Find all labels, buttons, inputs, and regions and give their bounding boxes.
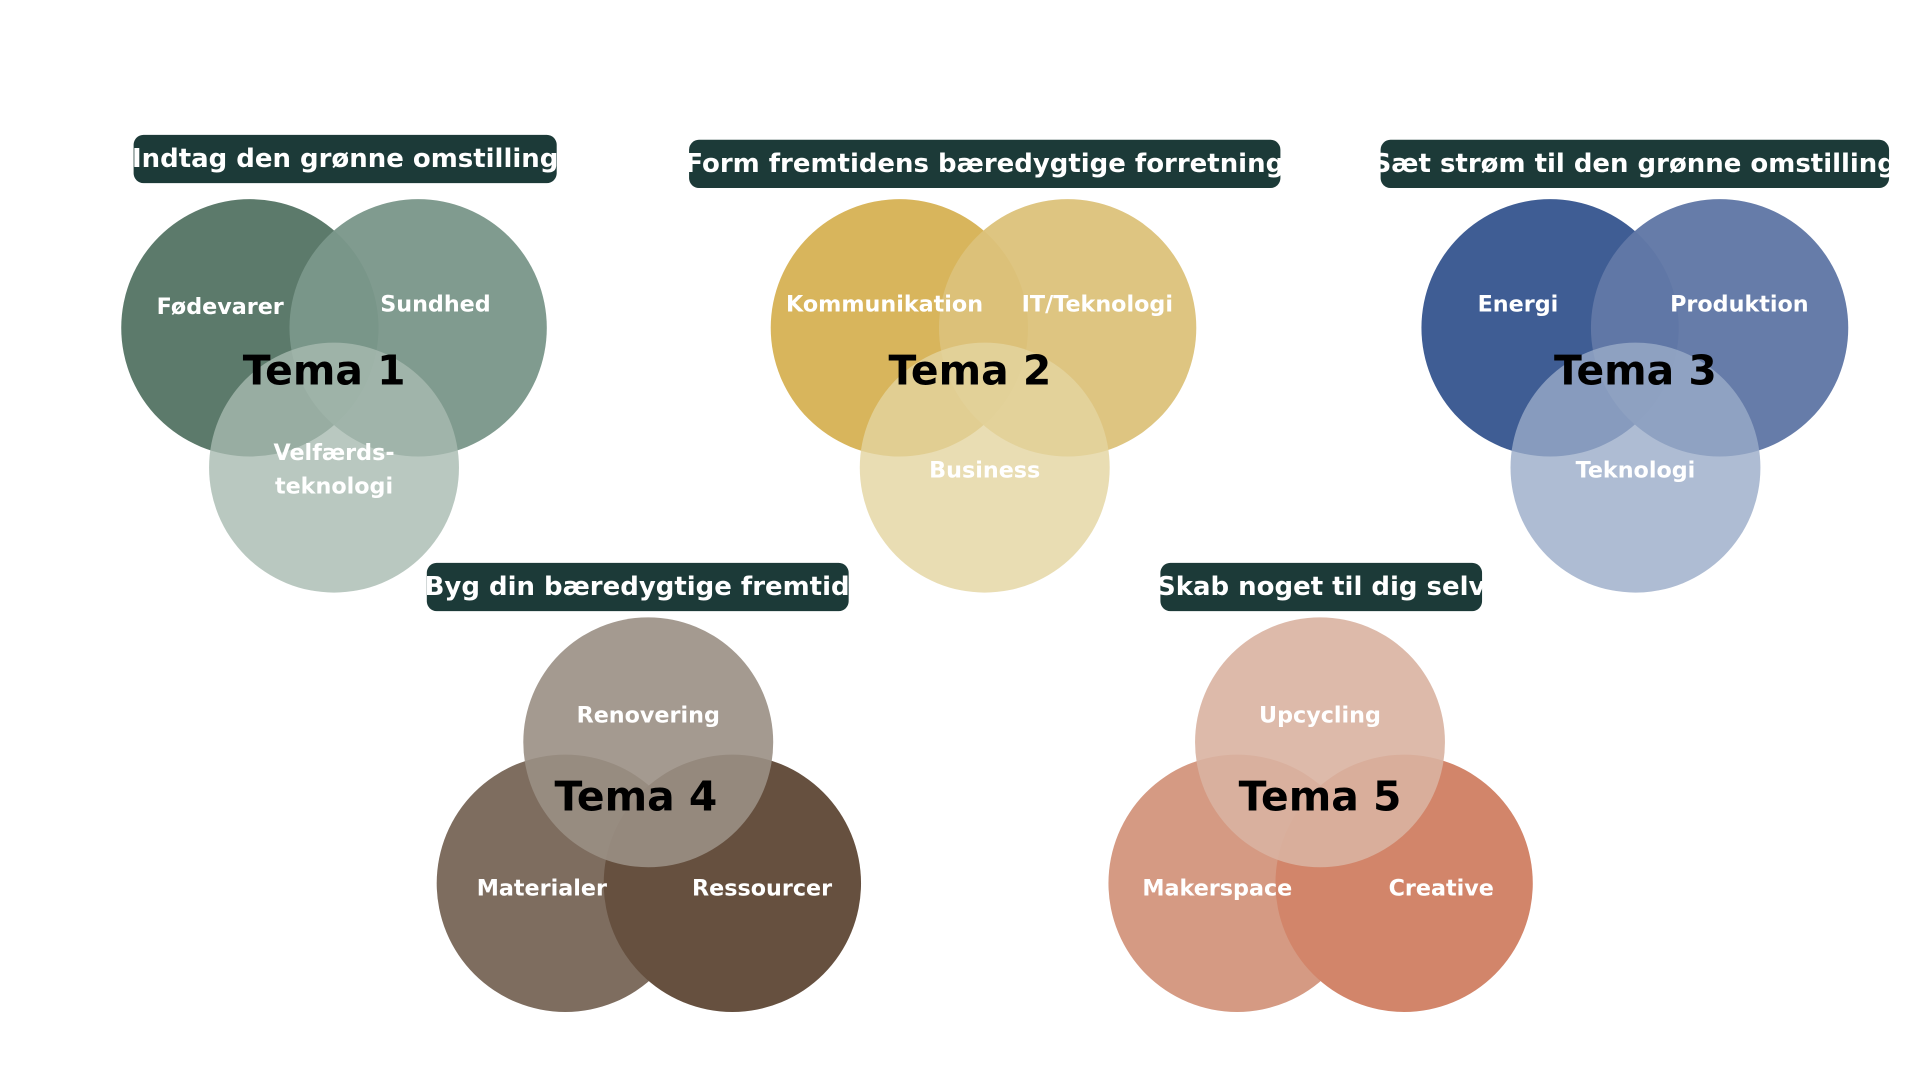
- tema-2-name: Tema 2: [889, 347, 1052, 395]
- tema-4-label-ressourcer: Ressourcer: [692, 876, 832, 902]
- tema-1-label-velfaerds: Velfærds-: [273, 440, 394, 466]
- tema-3-group: Sæt strøm til den grønne omstilling Ener…: [1373, 139, 1896, 593]
- tema-2-title: Form fremtidens bæredygtige forretning: [685, 149, 1284, 179]
- tema-2-label-business: Business: [929, 458, 1040, 484]
- tema-5-title-box: [1160, 562, 1483, 612]
- tema-5-name: Tema 5: [1239, 772, 1402, 820]
- tema-5-label-upcycling: Upcycling: [1259, 702, 1381, 728]
- tema-1-label-sundhed: Sundhed: [380, 292, 491, 318]
- tema-4-label-materialer: Materialer: [477, 876, 607, 902]
- tema-3-label-energi: Energi: [1478, 292, 1559, 318]
- tema-4-title: Byg din bæredygtige fremtid: [425, 572, 850, 602]
- tema-2-title-box: [689, 139, 1281, 189]
- tema-5-label-creative: Creative: [1389, 876, 1494, 902]
- tema-3-title: Sæt strøm til den grønne omstilling: [1373, 149, 1896, 179]
- tema-4-label-renovering: Renovering: [577, 702, 720, 728]
- tema-1-circle-velfaerdsteknologi: [209, 342, 459, 593]
- tema-3-label-produktion: Produktion: [1670, 292, 1809, 318]
- tema-5-title: Skab noget til dig selv: [1157, 572, 1485, 602]
- tema-1-label-teknologi: teknologi: [275, 474, 393, 500]
- tema-2-circle-business: [859, 342, 1110, 593]
- tema-4-title-box: [426, 562, 849, 612]
- tema-4-name: Tema 4: [554, 772, 717, 820]
- tema-4-circle-renovering: [523, 617, 774, 868]
- tema-1-title-box: [133, 134, 557, 184]
- tema-5-circle-upcycling: [1195, 617, 1445, 868]
- tema-3-name: Tema 3: [1554, 347, 1717, 395]
- tema-5-group: Skab noget til dig selv Upcycling Makers…: [1108, 562, 1533, 1012]
- tema-2-label-kommunikation: Kommunikation: [786, 292, 983, 318]
- tema-2-group: Form fremtidens bæredygtige forretning K…: [685, 139, 1284, 593]
- tema-1-group: Indtag den grønne omstilling Fødevarer S…: [121, 134, 558, 593]
- tema-1-title: Indtag den grønne omstilling: [132, 144, 558, 174]
- tema-2-label-it-teknologi: IT/Teknologi: [1022, 292, 1173, 318]
- tema-3-circle-teknologi: [1510, 342, 1761, 593]
- tema-1-label-fodevarer: Fødevarer: [157, 294, 284, 320]
- tema-4-group: Byg din bæredygtige fremtid Renovering M…: [425, 562, 862, 1012]
- tema-3-title-box: [1380, 139, 1890, 189]
- tema-5-label-makerspace: Makerspace: [1142, 876, 1292, 902]
- tema-3-label-teknologi: Teknologi: [1576, 458, 1696, 484]
- tema-1-name: Tema 1: [243, 347, 406, 395]
